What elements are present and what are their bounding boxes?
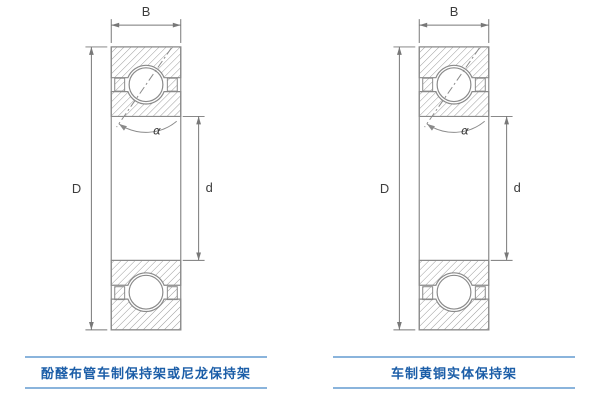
caption-rule-top [333,356,575,358]
caption-right: 车制黄铜实体保持架 [333,356,575,389]
bore-label: d [514,180,521,195]
caption-text-left: 酚醛布管车制保持架或尼龙保持架 [40,366,251,381]
contact-angle-label: α [153,123,161,137]
width-label: B [142,4,151,19]
outer-diameter-label: D [72,181,81,196]
bearing-diagram-right: B D d α [380,4,521,331]
outer-diameter-label: D [380,181,389,196]
width-label: B [450,4,459,19]
caption-rule-bottom [25,387,267,389]
caption-text-right: 车制黄铜实体保持架 [390,366,517,381]
diagram-panel-left: B D d α 酚醛布管车制保持架或尼龙保持架 [7,2,285,389]
bearing-cross-section [392,18,514,331]
contact-angle-label: α [461,123,469,137]
caption-rule-top [25,356,267,358]
caption-rule-bottom [333,387,575,389]
bearing-diagram-left: B D d α [72,4,213,331]
page: B D d α 酚醛布管车制保持架或尼龙保持架 B D d α 车制黄铜实体保持… [7,2,593,389]
bearing-cross-section [84,18,206,331]
bore-label: d [206,180,213,195]
diagram-panel-right: B D d α 车制黄铜实体保持架 [315,2,593,389]
caption-left: 酚醛布管车制保持架或尼龙保持架 [25,356,267,389]
